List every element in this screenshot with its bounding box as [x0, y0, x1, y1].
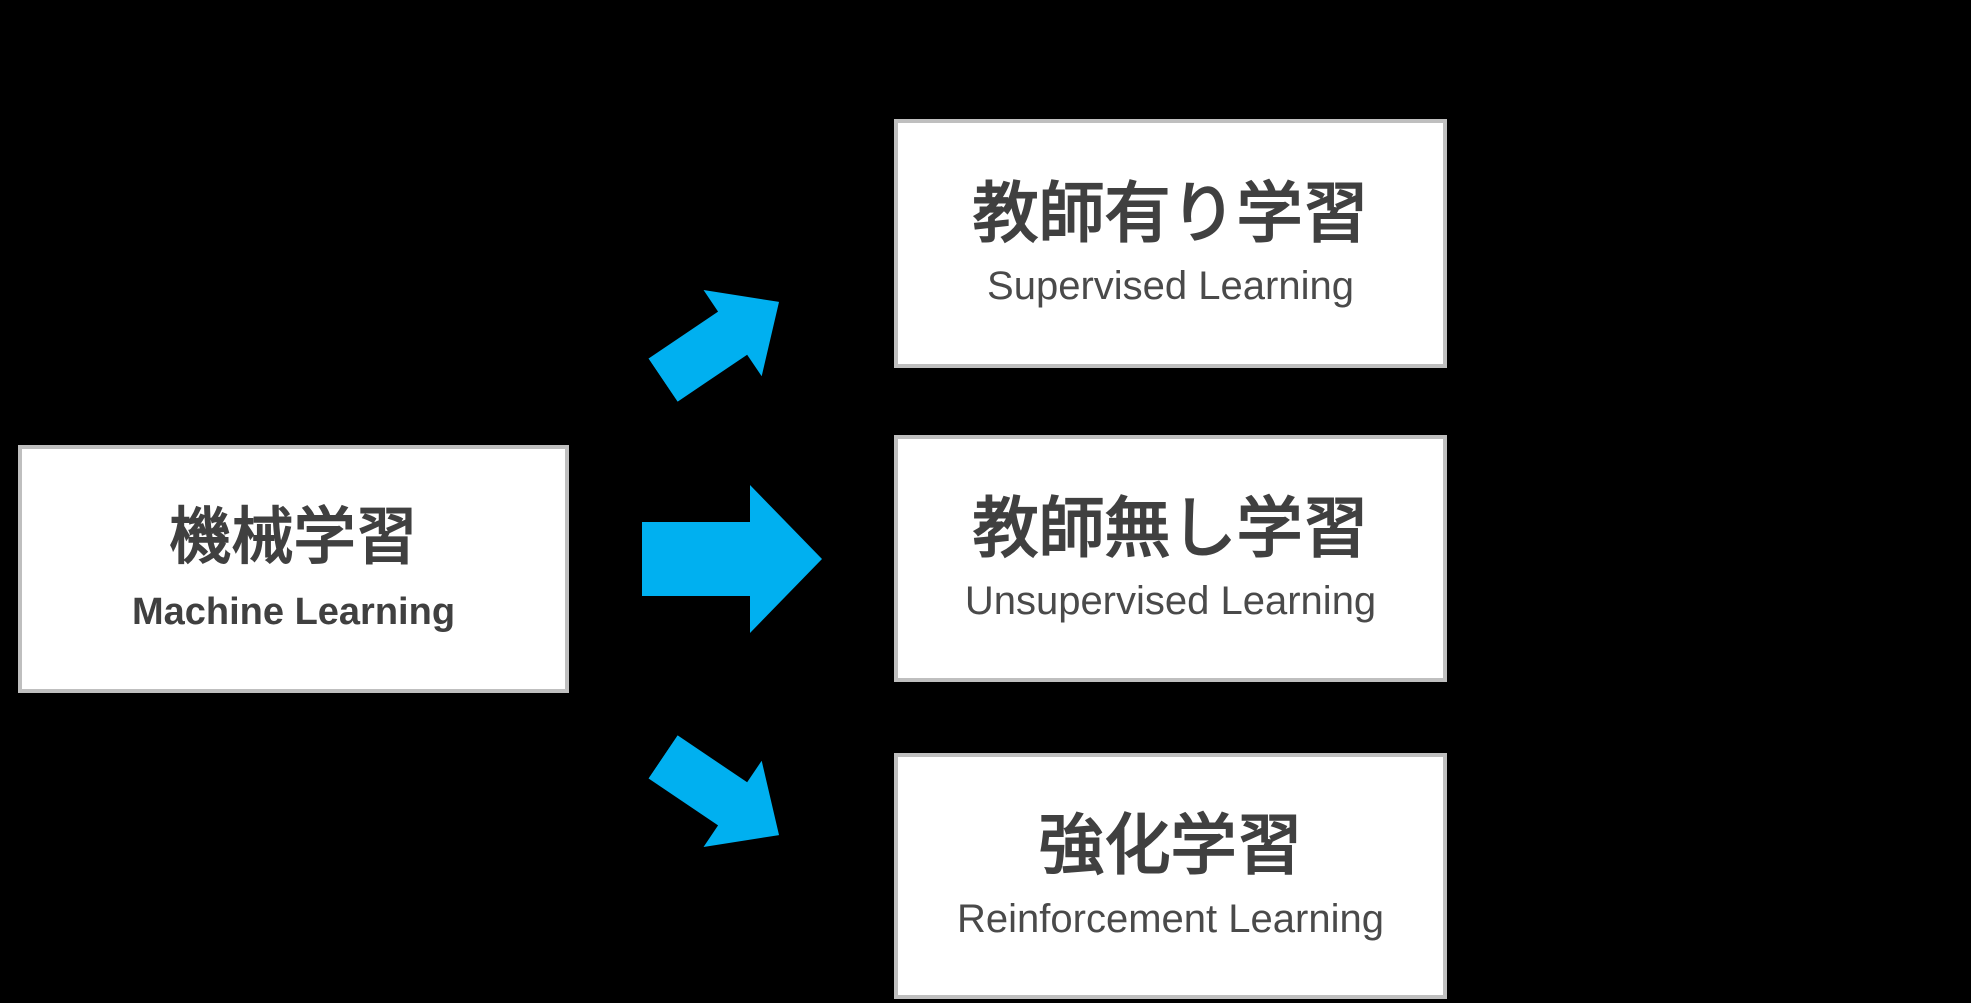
reinforcement-title-ja: 強化学習 [1038, 808, 1303, 883]
arrow-right-icon [642, 485, 822, 633]
unsupervised-title-ja: 教師無し学習 [972, 490, 1369, 565]
node-machine-learning: 機械学習 Machine Learning [18, 445, 569, 693]
machine-learning-title-ja: 機械学習 [169, 502, 418, 572]
machine-learning-title-en: Machine Learning [131, 590, 456, 633]
unsupervised-title-en: Unsupervised Learning [964, 579, 1377, 624]
node-supervised-learning: 教師有り学習 Supervised Learning [894, 119, 1447, 368]
supervised-title-en: Supervised Learning [987, 264, 1354, 309]
reinforcement-title-en: Reinforcement Learning [957, 896, 1384, 941]
node-unsupervised-learning: 教師無し学習 Unsupervised Learning [894, 435, 1447, 682]
arrow-down-right-icon [634, 714, 808, 879]
supervised-title-ja: 教師有り学習 [972, 175, 1369, 250]
node-reinforcement-learning: 強化学習 Reinforcement Learning [894, 753, 1447, 999]
arrow-up-right-icon [634, 259, 808, 424]
